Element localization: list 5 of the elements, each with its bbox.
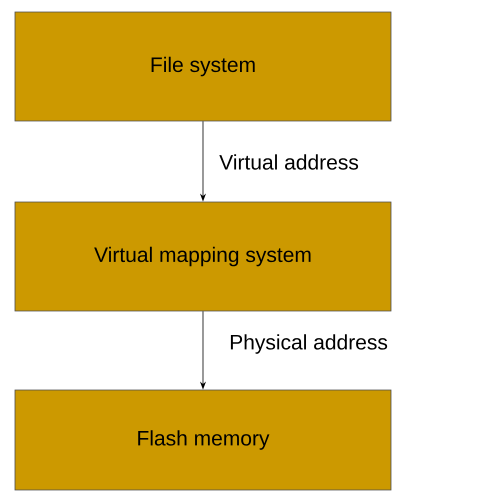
process-box: File system [14,12,392,122]
edge-label: Virtual address [218,153,360,171]
edge-label: Physical address [228,333,389,355]
process-box: Flash memory [14,390,392,490]
process-box: Virtual mapping system [14,202,392,312]
